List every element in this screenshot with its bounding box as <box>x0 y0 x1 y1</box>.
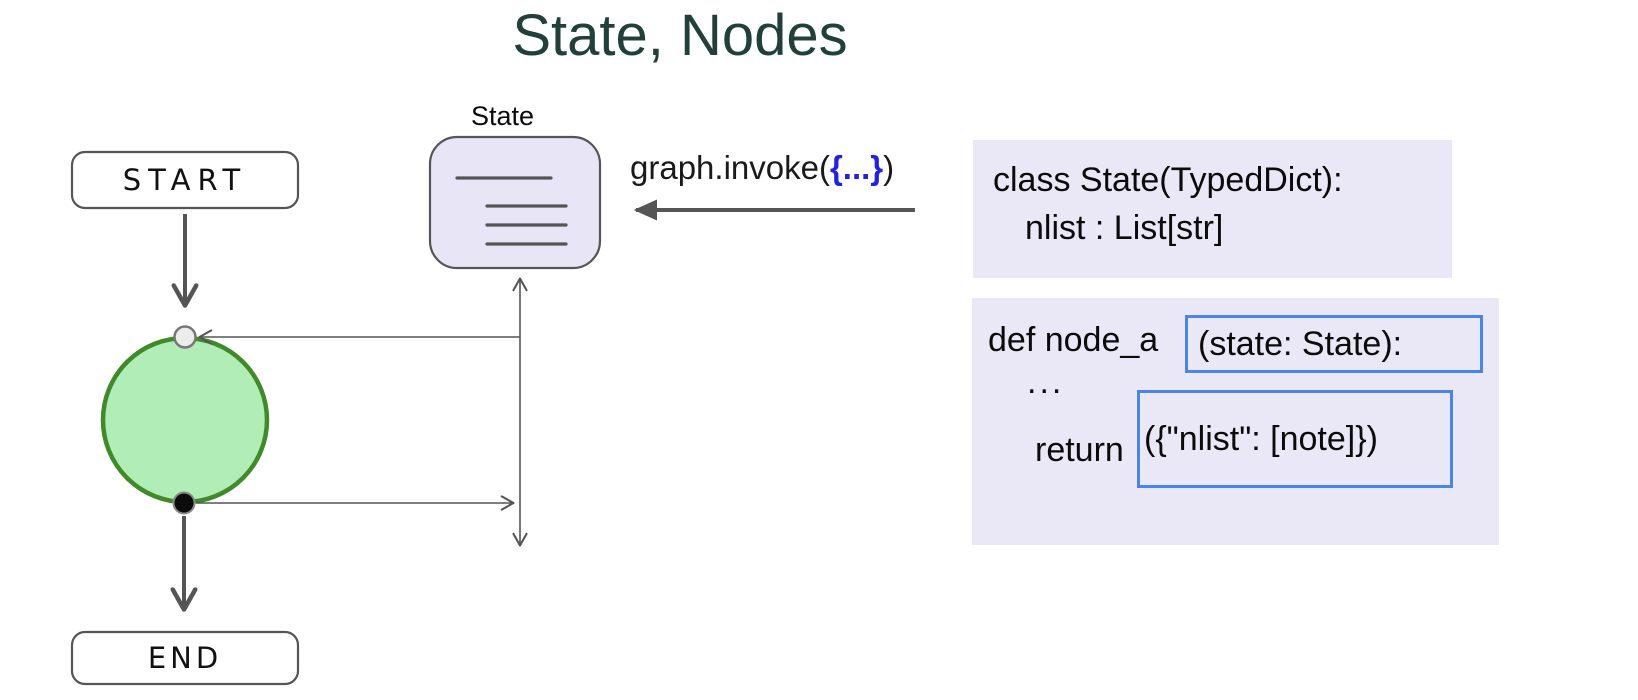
node-fn-signature-callout-box: (state: State): <box>1185 315 1483 373</box>
node-exit-port <box>172 491 196 515</box>
end-node-box <box>70 630 300 686</box>
page-title: State, Nodes <box>512 3 848 68</box>
invoke-braces: {...} <box>829 149 884 186</box>
invoke-prefix: graph.invoke( <box>630 149 830 186</box>
invoke-call-label: graph.invoke({...}) <box>630 149 894 187</box>
node-fn-ellipsis: ... <box>1027 363 1065 401</box>
state-box-text-lines <box>455 176 568 246</box>
end-node-label: END <box>147 641 223 675</box>
state-class-line1: class State(TypedDict): <box>993 161 1343 199</box>
node-fn-def-prefix: def node_a <box>988 321 1159 359</box>
node-fn-return-callout-box: ({"nlist": [note]}) <box>1137 390 1453 488</box>
state-class-line2: nlist : List[str] <box>1025 209 1224 247</box>
node-fn-return-value-text: ({"nlist": [note]}) <box>1144 420 1378 458</box>
node-fn-signature-text: (state: State): <box>1198 325 1403 363</box>
start-node-label: START <box>122 163 248 197</box>
node-a-circle <box>100 335 270 505</box>
node-fn-return-keyword: return <box>1035 431 1124 469</box>
invoke-suffix: ) <box>883 149 895 186</box>
state-box <box>428 135 602 270</box>
start-node-box <box>70 150 300 210</box>
state-box-label: State <box>470 101 535 131</box>
node-entry-port <box>173 325 197 349</box>
code-block-state-class: class State(TypedDict): nlist : List[str… <box>973 140 1452 278</box>
code-block-node-function: def node_a (state: State): ... return ({… <box>972 298 1499 545</box>
